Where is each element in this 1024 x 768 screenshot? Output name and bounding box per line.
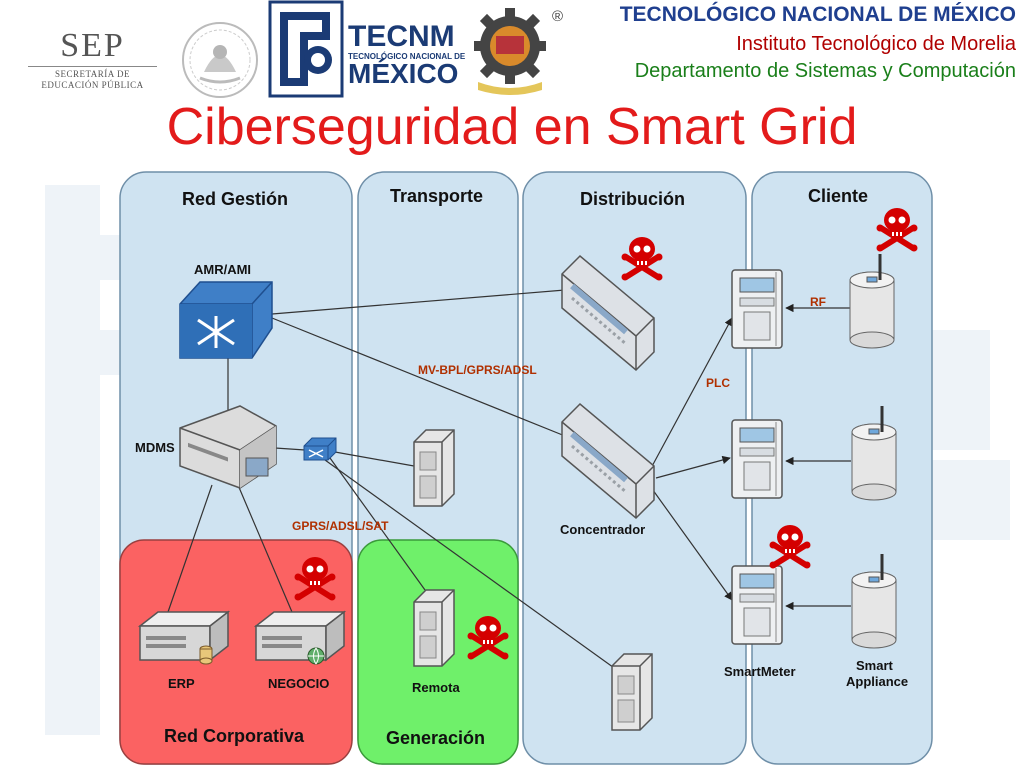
router-icon — [179, 281, 273, 359]
lane-label-distribucion: Distribución — [580, 189, 686, 209]
negocio-server-icon — [255, 611, 345, 661]
node-label-mdms: MDMS — [135, 440, 175, 455]
tecnm-name: TECNM — [348, 20, 455, 53]
transport-remote-unit-icon — [413, 429, 455, 507]
link-amr-concentrator-top — [271, 289, 566, 315]
node-label-concentrador: Concentrador — [560, 522, 646, 537]
globe-icon — [307, 647, 325, 665]
switch-icon — [303, 437, 337, 461]
link-concentrator-meter-bottom — [649, 485, 733, 601]
link-switch-remote-transport — [334, 451, 415, 467]
generation-remote-unit-icon — [413, 589, 455, 667]
tecnm-country: MÉXICO — [348, 58, 459, 89]
lane-label-transporte: Transporte — [390, 186, 484, 206]
lane-label-red-corporativa: Red Corporativa — [164, 726, 305, 746]
distribution-remote-unit-icon — [611, 653, 653, 731]
node-label-remota: Remota — [412, 680, 460, 695]
link-label-gprs-adsl-sat: GPRS/ADSL/SAT — [292, 519, 389, 533]
link-concentrator-meter-top — [649, 317, 733, 471]
lane-label-generacion: Generación — [386, 728, 486, 748]
smartmeter-mid-icon — [731, 419, 783, 499]
lane-label-cliente: Cliente — [808, 186, 869, 206]
erp-server-icon — [139, 611, 229, 661]
link-mdms-erp — [167, 484, 213, 613]
node-label-appliance: Appliance — [846, 674, 909, 689]
tecnm-subtitle: TECNOLÓGICO NACIONAL DE — [348, 52, 466, 61]
database-icon — [199, 645, 213, 665]
smartmeter-bottom-icon — [731, 565, 783, 645]
link-mdms-negocio — [237, 484, 293, 613]
institution-title: TECNOLÓGICO NACIONAL DE MÉXICO — [619, 3, 1016, 26]
link-label-mv-bpl: MV-BPL/GPRS/ADSL — [418, 363, 537, 377]
node-label-negocio: NEGOCIO — [268, 676, 330, 691]
sep-line2: EDUCACIÓN PÚBLICA — [41, 80, 144, 90]
node-label-erp: ERP — [168, 676, 195, 691]
sep-line1: SECRETARÍA DE — [54, 69, 131, 79]
node-label-smart: Smart — [856, 658, 893, 673]
mdms-server-icon — [179, 405, 277, 489]
tecnm-logo: TECNM TECNOLÓGICO NACIONAL DE MÉXICO — [268, 0, 465, 98]
smartmeter-top-icon — [731, 269, 783, 349]
department-name: Departamento de Sistemas y Computación — [634, 60, 1016, 82]
link-concentrator-meter-mid — [655, 455, 731, 479]
sep-acronym: SEP — [60, 27, 125, 64]
node-label-amr-ami: AMR/AMI — [194, 262, 252, 277]
registered-mark: ® — [552, 8, 564, 25]
itm-gear-logo-icon — [474, 8, 546, 95]
link-label-plc: PLC — [706, 376, 730, 390]
link-label-rf: RF — [810, 295, 826, 309]
link-switch-remote-dist — [324, 459, 618, 671]
sep-logo: SEP SECRETARÍA DE EDUCACIÓN PÚBLICA — [20, 20, 165, 100]
link-switch-remote-gen — [329, 457, 426, 591]
link-amr-concentrator-mid — [271, 317, 566, 437]
lane-label-red-gestion: Red Gestión — [182, 189, 289, 209]
node-label-smartmeter: SmartMeter — [724, 664, 796, 679]
connections — [167, 289, 851, 671]
tecnm-emblem-icon — [268, 0, 344, 98]
institute-name: Instituto Tecnológico de Morelia — [736, 33, 1016, 55]
mexico-emblem-icon — [182, 22, 258, 98]
slide-title: Ciberseguridad en Smart Grid — [166, 98, 858, 156]
lane-red-corporativa — [119, 539, 353, 765]
link-mdms-switch — [274, 447, 306, 451]
